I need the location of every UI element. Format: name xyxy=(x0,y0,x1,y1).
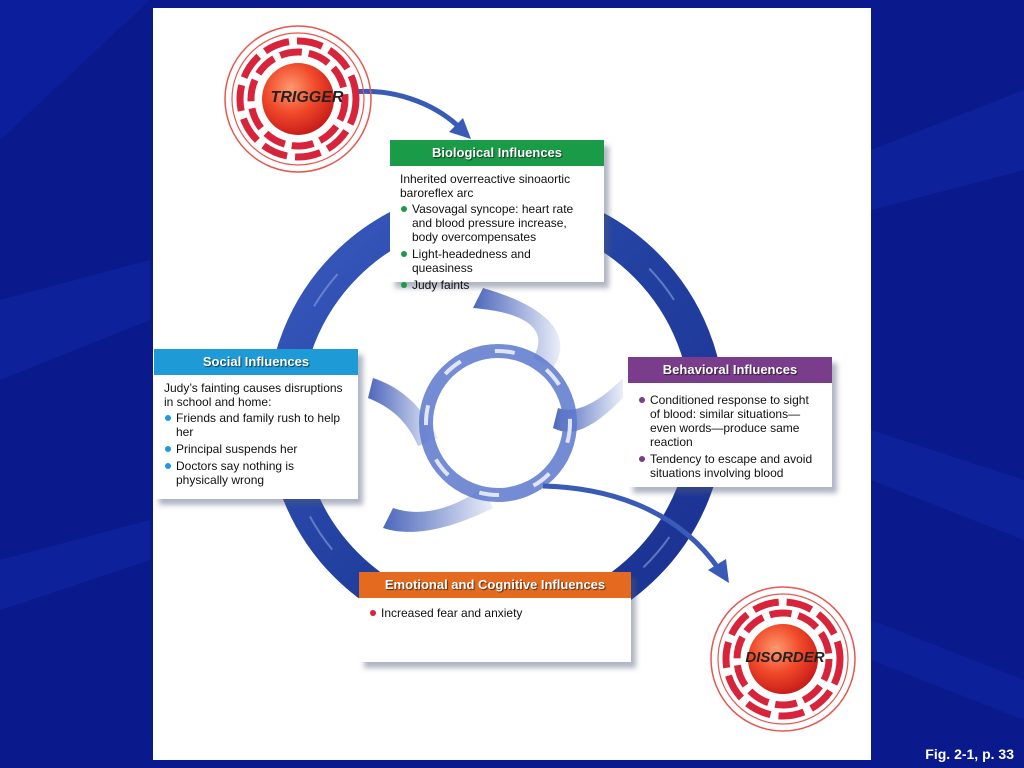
list-item: Increased fear and anxiety xyxy=(369,606,621,620)
behavioral-list: Conditioned response to sight of blood: … xyxy=(638,393,822,480)
list-item: Light-headedness and queasiness xyxy=(400,247,594,275)
behavioral-influences-box: Behavioral Influences Conditioned respon… xyxy=(628,357,832,487)
bullet-icon xyxy=(639,397,645,403)
figure-panel: TRIGGER DISORDER Biological Influences I… xyxy=(153,8,871,760)
cycle-diagram: TRIGGER DISORDER xyxy=(224,25,856,732)
biological-header: Biological Influences xyxy=(390,140,604,166)
inner-cycle-ring xyxy=(419,344,577,502)
disorder-arrow xyxy=(542,483,729,583)
bullet-icon xyxy=(165,446,171,452)
list-item: Tendency to escape and avoid situations … xyxy=(638,452,822,480)
emotional-header: Emotional and Cognitive Influences xyxy=(359,572,631,598)
bullet-icon xyxy=(165,463,171,469)
disorder-target: DISORDER xyxy=(710,586,856,732)
bullet-icon xyxy=(401,206,407,212)
bullet-icon xyxy=(165,415,171,421)
emotional-list: Increased fear and anxiety xyxy=(369,606,621,620)
bullet-icon xyxy=(370,610,376,616)
biological-intro: Inherited overreactive sinoaortic barore… xyxy=(400,172,571,200)
social-influences-box: Social Influences Judy’s fainting causes… xyxy=(154,349,358,499)
figure-caption: Fig. 2-1, p. 33 xyxy=(925,746,1014,762)
emotional-cognitive-influences-box: Emotional and Cognitive Influences Incre… xyxy=(359,572,631,662)
behavioral-header: Behavioral Influences xyxy=(628,357,832,383)
list-item: Principal suspends her xyxy=(164,442,348,456)
social-intro: Judy’s fainting causes disruptions in sc… xyxy=(164,381,343,409)
social-header: Social Influences xyxy=(154,349,358,375)
list-item: Judy faints xyxy=(400,278,594,292)
trigger-label: TRIGGER xyxy=(271,89,344,106)
list-item: Conditioned response to sight of blood: … xyxy=(638,393,822,449)
list-item: Doctors say nothing is physically wrong xyxy=(164,459,348,487)
biological-influences-box: Biological Influences Inherited overreac… xyxy=(390,140,604,292)
social-list: Friends and family rush to help her Prin… xyxy=(164,411,348,487)
bullet-icon xyxy=(639,456,645,462)
list-item: Friends and family rush to help her xyxy=(164,411,348,439)
biological-list: Vasovagal syncope: heart rate and blood … xyxy=(400,202,594,292)
list-item: Vasovagal syncope: heart rate and blood … xyxy=(400,202,594,244)
bullet-icon xyxy=(401,282,407,288)
bullet-icon xyxy=(401,251,407,257)
disorder-label: DISORDER xyxy=(745,649,824,666)
trigger-arrow xyxy=(352,88,471,139)
trigger-target: TRIGGER xyxy=(224,25,372,173)
